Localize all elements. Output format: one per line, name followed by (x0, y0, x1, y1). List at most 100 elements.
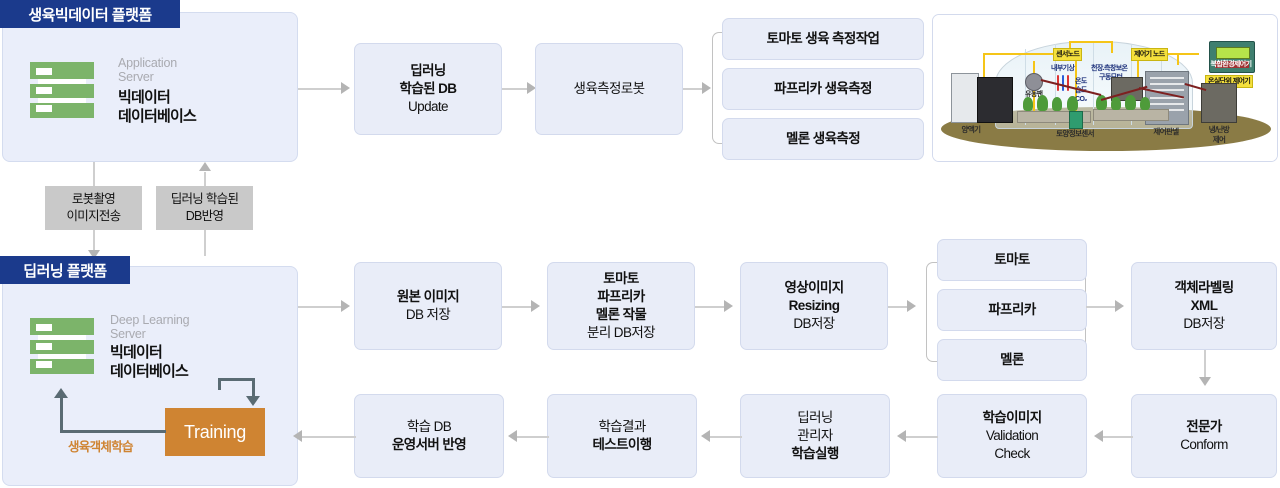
node-object-labeling-xml-line3: DB저장 (1183, 316, 1225, 331)
connector-robot-to-measure-stack (683, 88, 705, 90)
node-melon-growth-measure-label: 멜론 생육측정 (785, 131, 861, 146)
node-crop-split-db-save-line2: 파프리카 (597, 289, 645, 304)
node-melon-growth-measure[interactable]: 멜론 생육측정 (722, 118, 924, 160)
greenhouse-label-drive-motor: 구동모터 (1099, 74, 1123, 83)
bigdata-server-title-line1: 빅데이터 (118, 89, 171, 106)
chip-deeplearning-db-apply: 딥러닝 학습된 DB반영 (156, 186, 253, 230)
node-expert-conform-line2: Conform (1180, 437, 1228, 452)
connector-training-in (252, 378, 255, 398)
node-crop-paprika-label: 파프리카 (988, 302, 1036, 317)
node-deeplearning-manager-execute[interactable]: 딥러닝 관리자 학습실행 (740, 394, 890, 478)
connector-chip2-to-bigdata (204, 172, 206, 186)
arrow-to-expert (1199, 377, 1211, 386)
arrow-to-original-image (341, 300, 350, 312)
training-label: Training (184, 421, 246, 442)
node-training-image-validation-check-line3: Check (994, 446, 1030, 461)
node-crop-paprika[interactable]: 파프리카 (937, 289, 1087, 331)
connector-training-loop-v (60, 398, 63, 431)
node-deeplearning-db-update-line3: Update (408, 99, 449, 114)
connector-crop-split-to-resizing (695, 306, 727, 308)
connector-crop-stack-to-labeling (1086, 306, 1118, 308)
node-deeplearning-db-update[interactable]: 딥러닝 학습된 DB Update (354, 43, 502, 135)
deeplearning-server-title-line2: 데이터베이스 (110, 363, 189, 380)
connector-deeplearning-to-original-image (298, 306, 344, 308)
arrow-chip1-down (88, 250, 100, 259)
connector-db-to-training-v (218, 378, 221, 390)
node-object-labeling-xml-line2: XML (1190, 298, 1218, 313)
node-deeplearning-manager-execute-line1: 딥러닝 (797, 410, 833, 425)
greenhouse-label-temperature-text: 온도 (1075, 78, 1087, 85)
node-crop-tomato-label: 토마토 (994, 252, 1030, 267)
node-object-labeling-xml-line1: 객체라벨링 (1174, 280, 1234, 295)
node-tomato-growth-measure-task[interactable]: 토마토 생육 측정작업 (722, 18, 924, 60)
greenhouse-ground-label-hvac-text: 냉/난방 (1208, 125, 1230, 134)
greenhouse-tag-controller-node-label: 제어기 노드 (1134, 51, 1165, 58)
greenhouse-tag-greenhouse-controller-label: 온실단위 제어기 (1208, 78, 1251, 85)
node-deeplearning-manager-execute-line3: 학습실행 (791, 446, 839, 461)
arrow-training-down (246, 396, 260, 406)
greenhouse-label-circulation-fan-text: 유동팬 (1025, 91, 1043, 98)
greenhouse-ground-label-soil-sensor: 토양정보센서 (1037, 129, 1113, 138)
bigdata-platform-title: 생육빅데이터 플랫폼 (28, 6, 152, 24)
deeplearning-server-title: 빅데이터 데이터베이스 (110, 343, 189, 381)
node-training-result-test-line1: 학습결과 (598, 419, 646, 434)
node-original-image-db-save[interactable]: 원본 이미지 DB 저장 (354, 262, 502, 350)
connector-expert-to-validation (1101, 436, 1133, 438)
node-training-image-validation-check-line2: Validation (985, 428, 1039, 443)
node-expert-conform[interactable]: 전문가 Conform (1131, 394, 1277, 478)
greenhouse-tag-sensor-node: 센서노드 (1053, 48, 1083, 61)
chip-robot-image-transfer-line2: 이미지전송 (66, 209, 121, 223)
node-growth-measure-robot[interactable]: 생육측정로봇 (535, 43, 683, 135)
node-expert-conform-line1: 전문가 (1186, 419, 1222, 434)
greenhouse-ground-label-control-panel: 제어판넬 (1135, 127, 1197, 136)
node-training-db-operation-server[interactable]: 학습 DB 운영서버 반영 (354, 394, 504, 478)
greenhouse-tag-controller-node: 제어기 노드 (1131, 48, 1168, 61)
greenhouse-nutrient-rack (977, 77, 1013, 123)
greenhouse-label-circulation-fan: 유동팬 (1025, 91, 1043, 100)
node-paprika-growth-measure[interactable]: 파프리카 생육측정 (722, 68, 924, 110)
node-deeplearning-db-update-line2: 학습된 DB (399, 81, 458, 96)
node-image-resizing-db-save-line3: DB저장 (793, 316, 835, 331)
greenhouse-label-co2-text: CO₂ (1075, 96, 1087, 103)
greenhouse-label-drive-motor-text: 구동모터 (1099, 74, 1123, 81)
connector-resizing-to-crop-stack (888, 306, 910, 308)
node-original-image-db-save-line2: DB 저장 (405, 307, 451, 322)
arrow-to-deeplearning-platform (293, 430, 302, 442)
greenhouse-tag-sensor-node-label: 센서노드 (1056, 51, 1080, 58)
greenhouse-label-internal-weather: 내부기상 (1051, 65, 1075, 74)
bigdata-server-icon (27, 62, 97, 118)
node-crop-split-db-save[interactable]: 토마토 파프리카 멜론 작물 분리 DB저장 (547, 262, 695, 350)
arrow-to-resizing (724, 300, 733, 312)
node-training-result-test[interactable]: 학습결과 테스트이행 (547, 394, 697, 478)
arrow-training-loop-up (54, 388, 68, 398)
arrow-to-robot (527, 82, 536, 94)
deeplearning-server-icon (27, 318, 97, 374)
training-loop-label: 생육객체학습 (68, 440, 134, 454)
training-box[interactable]: Training (165, 408, 265, 456)
crop-stack-brace-left (926, 262, 938, 362)
node-training-image-validation-check[interactable]: 학습이미지 Validation Check (937, 394, 1087, 478)
node-training-db-operation-server-line2: 운영서버 반영 (391, 437, 467, 452)
deeplearning-server-subtitle: Deep Learning Server (110, 313, 190, 341)
node-training-result-test-line2: 테스트이행 (592, 437, 652, 452)
node-crop-melon[interactable]: 멜론 (937, 339, 1087, 381)
chip-deeplearning-db-apply-line1: 딥러닝 학습된 (170, 192, 239, 206)
greenhouse-device-caption: 복합환경제어기 (1209, 61, 1253, 70)
node-crop-split-db-save-line3: 멜론 작물 (595, 307, 647, 322)
greenhouse-ground-label-nutrient: 양액기 (949, 125, 993, 134)
greenhouse-label-roof-side-insulation: 천장.측창보온 (1091, 65, 1128, 74)
greenhouse-label-internal-weather-text: 내부기상 (1051, 65, 1075, 72)
connector-chip1-to-deeplearning (93, 230, 95, 254)
greenhouse-ground-label-soil-sensor-text: 토양정보센서 (1056, 129, 1094, 138)
node-image-resizing-db-save[interactable]: 영상이미지 Resizing DB저장 (740, 262, 888, 350)
node-object-labeling-xml[interactable]: 객체라벨링 XML DB저장 (1131, 262, 1277, 350)
arrow-to-measure-stack (702, 82, 711, 94)
node-training-image-validation-check-line1: 학습이미지 (982, 410, 1042, 425)
node-crop-melon-label: 멜론 (1000, 352, 1024, 367)
node-crop-tomato[interactable]: 토마토 (937, 239, 1087, 281)
connector-opserver-to-deeplearning (300, 436, 356, 438)
bigdata-server-title-line2: 데이터베이스 (118, 108, 197, 125)
connector-bigdata-to-chip1 (93, 162, 95, 186)
greenhouse-diagram: 센서노드 제어기 노드 온실단위 제어기 복합환경제어기 내부기상 천장.측창보… (932, 14, 1278, 162)
deeplearning-platform-title-bar: 딥러닝 플랫폼 (0, 256, 130, 284)
